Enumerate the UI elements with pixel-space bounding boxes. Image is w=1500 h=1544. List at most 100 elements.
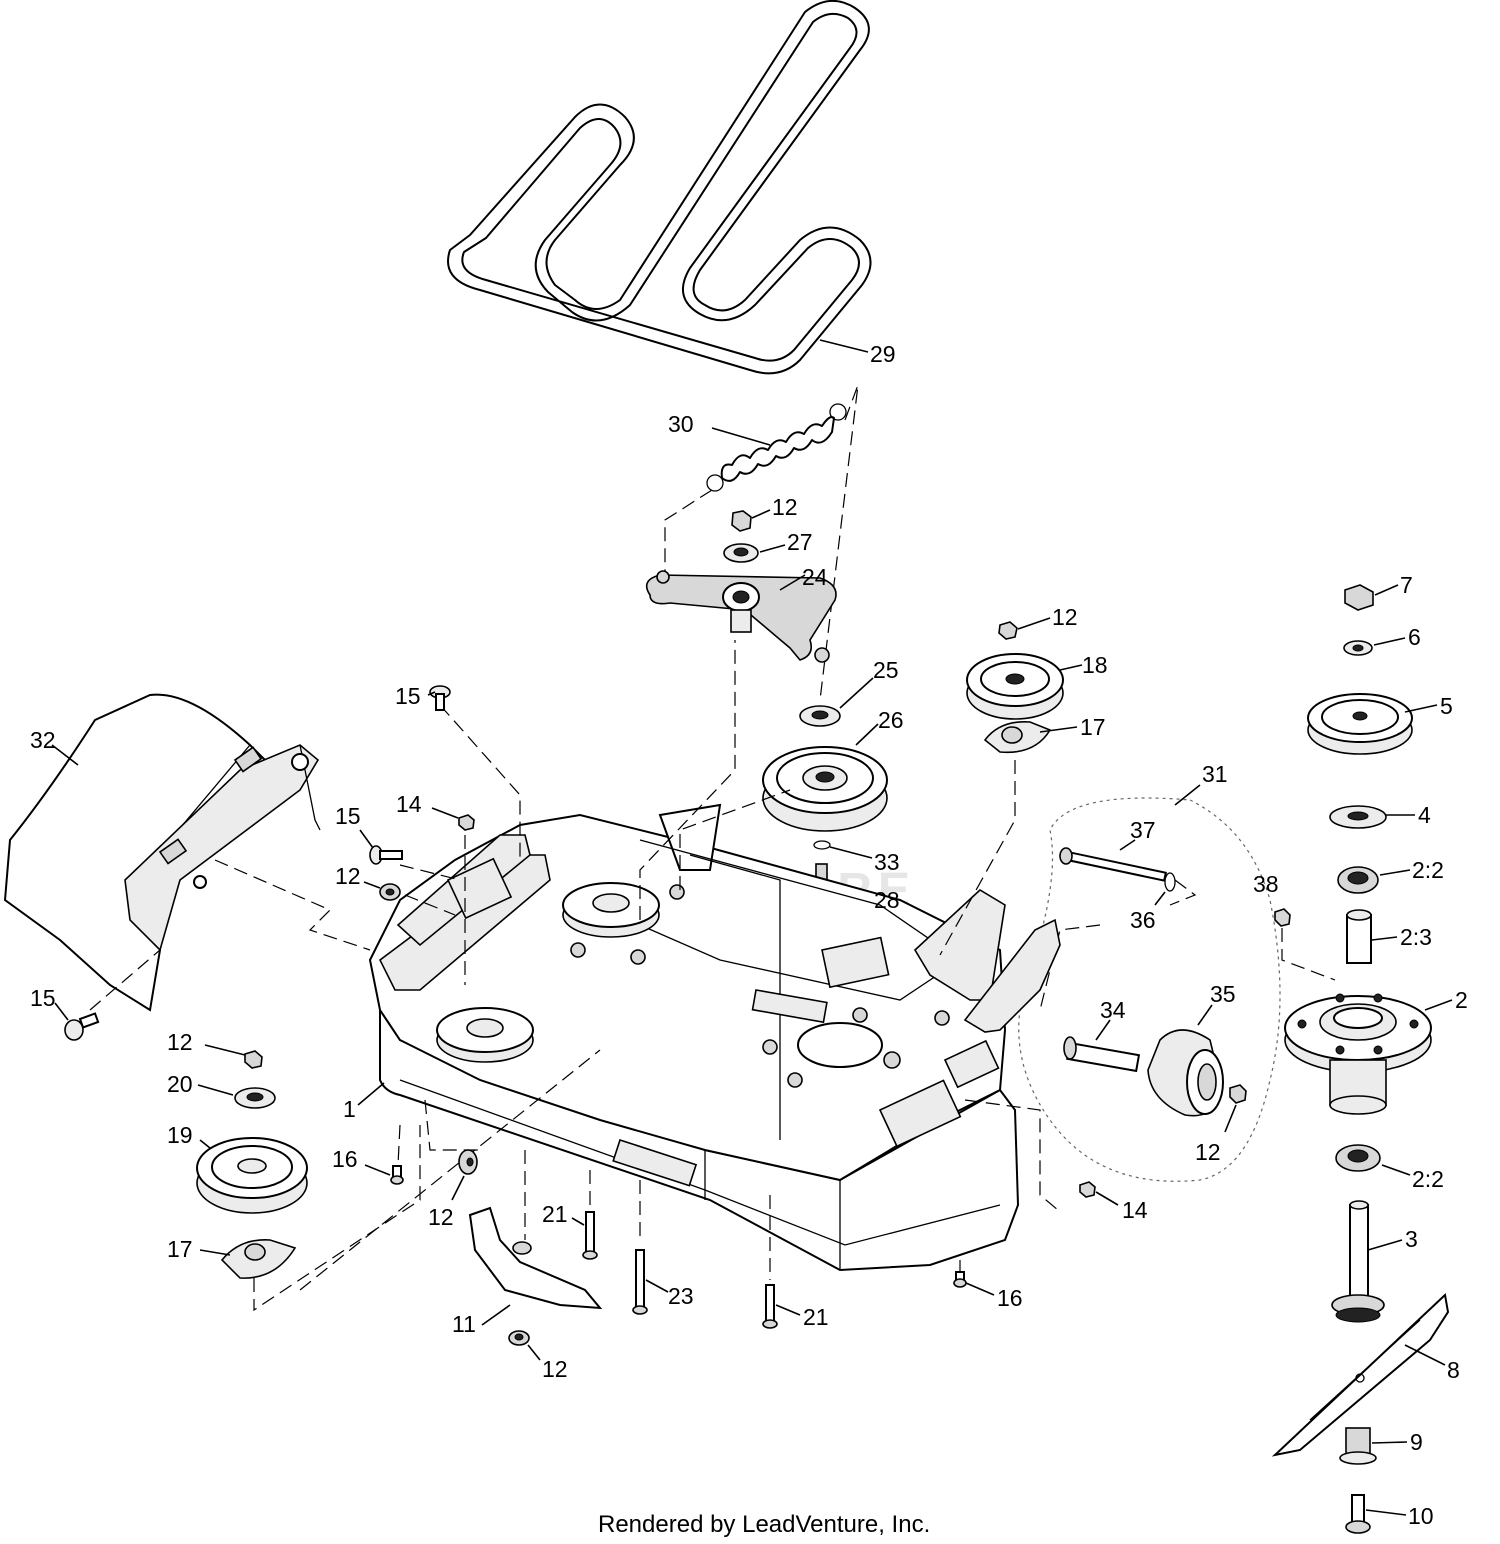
discharge-chute-32 (3, 693, 321, 1012)
callout-2-3: 2:3 (1400, 924, 1432, 950)
bearing-2-2-top (1337, 866, 1379, 894)
callout-27: 27 (787, 529, 813, 555)
drive-belt (447, 0, 872, 375)
axle-bolt-37 (1059, 847, 1168, 882)
callout-2-2: 2:2 (1412, 857, 1444, 883)
callout-35: 35 (1210, 981, 1236, 1007)
callout-12: 12 (542, 1356, 568, 1382)
spacer-4 (1329, 805, 1387, 829)
callout-12: 12 (772, 494, 798, 520)
bolt-15-top (429, 685, 451, 711)
bolt-10 (1345, 1494, 1371, 1534)
spacer-2-3 (1346, 909, 1372, 964)
mower-deck-1 (368, 803, 1061, 1272)
callout-15: 15 (30, 985, 56, 1011)
callout-12: 12 (167, 1029, 193, 1055)
nut-7 (1344, 584, 1374, 611)
washer-6 (1343, 640, 1373, 656)
blade-8 (1271, 1293, 1450, 1457)
nut-14-top (458, 814, 475, 831)
callout-23: 23 (668, 1283, 694, 1309)
callout-8: 8 (1447, 1357, 1460, 1383)
callout-11: 11 (452, 1311, 476, 1337)
callout-30: 30 (668, 411, 694, 437)
spindle-pulley-5 (1307, 693, 1413, 755)
baffle-11 (468, 1206, 603, 1310)
pulley-19 (196, 1137, 308, 1214)
callout-2: 2 (1455, 987, 1468, 1013)
spacer-25 (799, 705, 841, 727)
anti-scalp-wheel-35 (1147, 1029, 1224, 1117)
spindle-shaft-3 (1331, 1200, 1385, 1323)
callout-32: 32 (30, 727, 56, 753)
footer-credit: Rendered by LeadVenture, Inc. (598, 1511, 930, 1538)
callout-12: 12 (1052, 604, 1078, 630)
bolt-16-left (390, 1165, 404, 1185)
callout-36: 36 (1130, 907, 1156, 933)
callout-7: 7 (1400, 572, 1413, 598)
callout-5: 5 (1440, 693, 1453, 719)
callout-12: 12 (428, 1204, 454, 1230)
callout-1: 1 (343, 1096, 356, 1122)
nut-12-wheel (1229, 1084, 1247, 1104)
bolt-16-right (953, 1271, 967, 1288)
callout-15: 15 (395, 683, 421, 709)
washer-36 (1164, 872, 1176, 892)
idler-arm-24 (645, 570, 837, 663)
callout-34: 34 (1100, 997, 1126, 1023)
callout-18: 18 (1082, 652, 1108, 678)
callout-15: 15 (335, 803, 361, 829)
wheel-spacer-34 (1063, 1036, 1141, 1073)
callout-14: 14 (396, 791, 422, 817)
callout-21: 21 (542, 1201, 568, 1227)
pulley-18 (966, 653, 1064, 720)
tension-spring (706, 403, 847, 492)
shield-17-right (983, 721, 1052, 754)
callout-33: 33 (874, 849, 900, 875)
bolt-15-bottom (64, 1012, 100, 1041)
callout-10: 10 (1408, 1503, 1434, 1529)
bolt-15-mid (369, 845, 403, 865)
wheel-assembly-outline (1018, 797, 1281, 1182)
spacer-20 (234, 1087, 276, 1109)
callout-2-2: 2:2 (1412, 1166, 1444, 1192)
nut-38 (1274, 908, 1291, 927)
spindle-housing-2 (1284, 993, 1432, 1115)
callout-12: 12 (1195, 1139, 1221, 1165)
bolt-21-left (582, 1211, 598, 1260)
nut-12-top (731, 510, 752, 532)
idler-pulley-26 (762, 746, 888, 832)
callout-4: 4 (1418, 802, 1431, 828)
callout-28: 28 (874, 887, 900, 913)
callout-16: 16 (997, 1285, 1023, 1311)
callout-21: 21 (803, 1304, 829, 1330)
nut-12-left-stack (244, 1050, 263, 1069)
nut-12-bottom-left (458, 1149, 478, 1175)
callout-37: 37 (1130, 817, 1156, 843)
callout-29: 29 (870, 341, 896, 367)
nut-14-right (1079, 1181, 1096, 1198)
bolt-23 (632, 1249, 648, 1315)
spacer-27 (723, 543, 759, 563)
callout-14: 14 (1122, 1197, 1148, 1223)
callout-6: 6 (1408, 624, 1421, 650)
callout-25: 25 (873, 657, 899, 683)
callout-16: 16 (332, 1146, 358, 1172)
blade-hub-9 (1339, 1427, 1377, 1465)
callout-20: 20 (167, 1071, 193, 1097)
washer-33 (813, 840, 831, 850)
bolt-21-right (762, 1284, 778, 1329)
callout-24: 24 (802, 564, 828, 590)
callout-labels: 29 30 12 27 24 12 18 17 25 26 33 28 7 6 … (30, 341, 1468, 1529)
callout-17: 17 (1080, 714, 1106, 740)
callout-12: 12 (335, 863, 361, 889)
callout-26: 26 (878, 707, 904, 733)
callout-3: 3 (1405, 1226, 1418, 1252)
nut-12-bottom (508, 1330, 530, 1346)
nut-12-right-top (998, 621, 1018, 640)
nut-12-left-mid (379, 883, 401, 901)
callout-17: 17 (167, 1236, 193, 1262)
callout-9: 9 (1410, 1429, 1423, 1455)
callout-38: 38 (1253, 871, 1279, 897)
